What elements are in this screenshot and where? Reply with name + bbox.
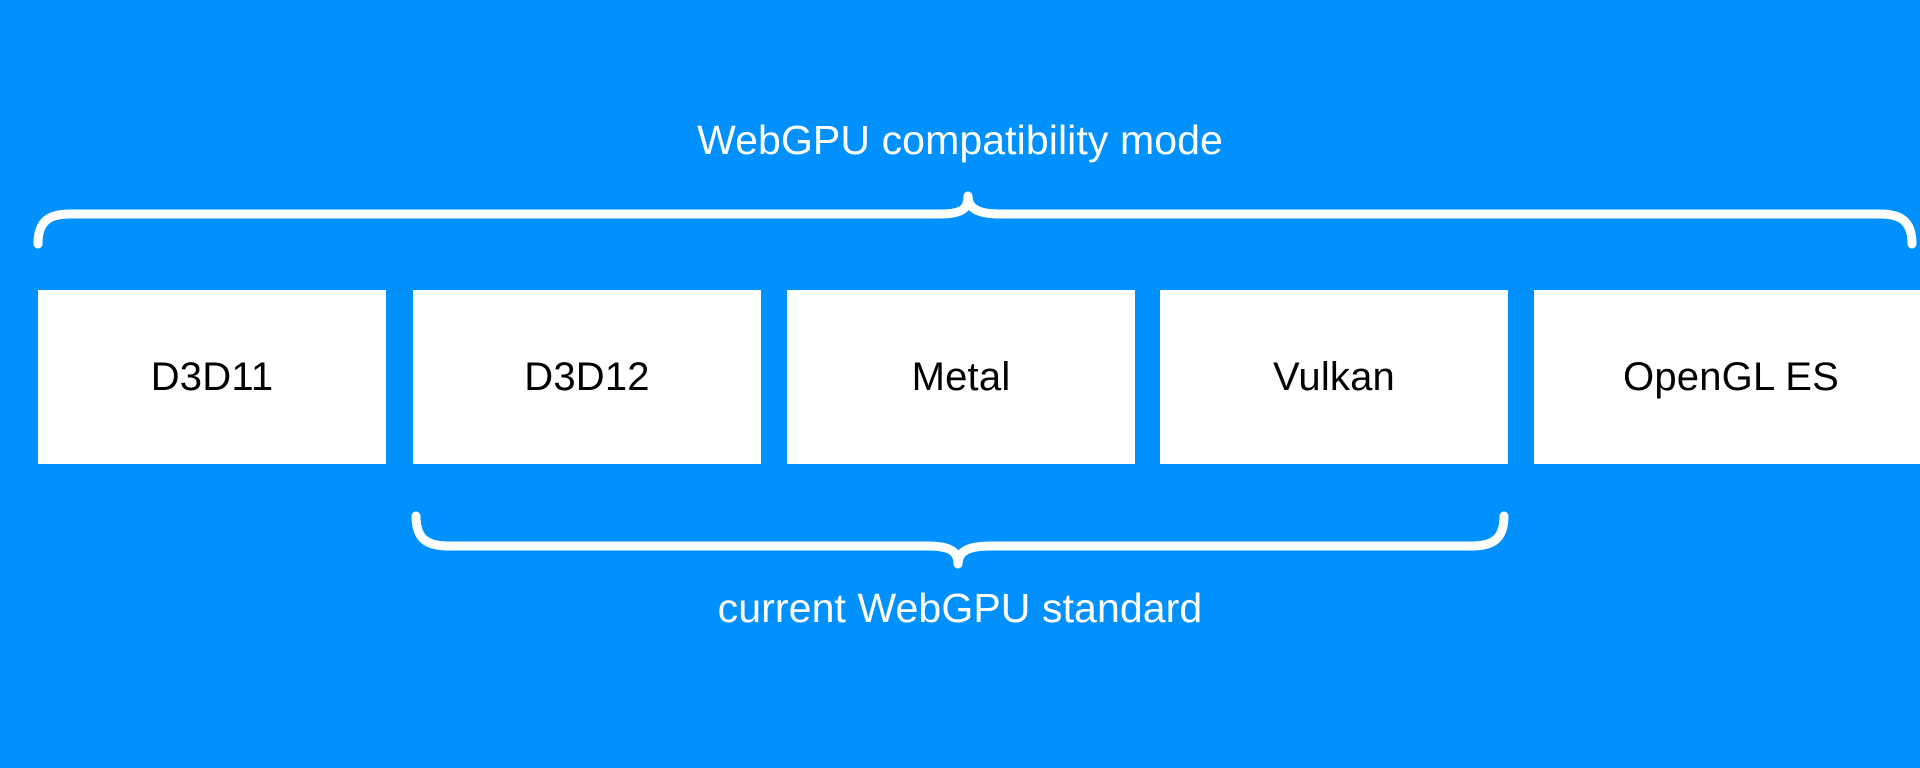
backend-box-label: Vulkan xyxy=(1272,355,1396,399)
backend-box-vulkan[interactable]: Vulkan xyxy=(1160,290,1508,464)
backend-box-label: Metal xyxy=(911,355,1011,399)
bottom-group-label: current WebGPU standard xyxy=(717,585,1203,631)
curly-brace-down-icon xyxy=(410,511,1510,569)
backend-box-metal[interactable]: Metal xyxy=(787,290,1135,464)
top-group-label: WebGPU compatibility mode xyxy=(697,117,1223,163)
backend-box-row: D3D11 D3D12 Metal Vulkan OpenGL ES xyxy=(38,290,1920,464)
backend-box-label: OpenGL ES xyxy=(1623,355,1839,399)
curly-brace-up-icon xyxy=(30,191,1920,249)
backend-box-opengl-es[interactable]: OpenGL ES xyxy=(1534,290,1920,464)
backend-box-label: D3D11 xyxy=(150,355,274,399)
backend-box-label: D3D12 xyxy=(524,355,650,399)
backend-box-d3d12[interactable]: D3D12 xyxy=(413,290,761,464)
backend-box-d3d11[interactable]: D3D11 xyxy=(38,290,386,464)
